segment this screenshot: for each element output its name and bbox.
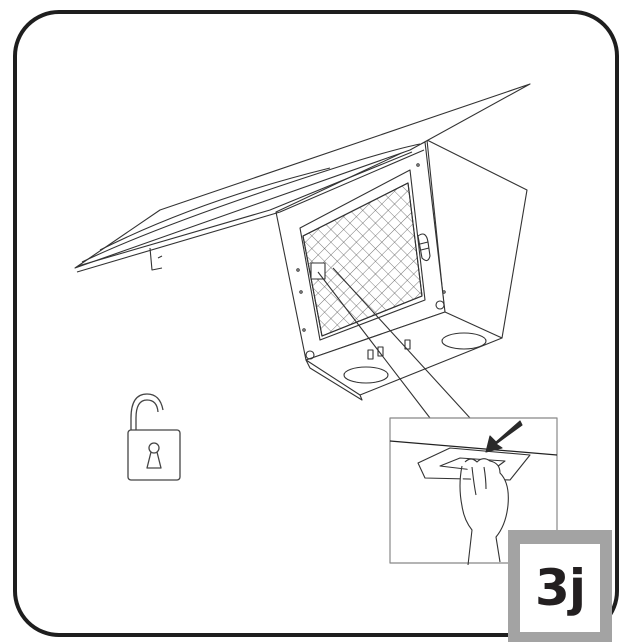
step-number: 3j (535, 559, 586, 617)
hand-illustration (459, 458, 509, 566)
step-label-box: 3j (508, 530, 612, 642)
glass-canopy (74, 83, 531, 273)
unlocked-padlock-icon (127, 393, 181, 481)
grease-filter (302, 182, 431, 337)
arrow-down-left-icon (485, 420, 523, 453)
rounded-frame (13, 10, 619, 637)
callout-beam (317, 267, 471, 419)
step-label-inner: 3j (520, 544, 600, 632)
